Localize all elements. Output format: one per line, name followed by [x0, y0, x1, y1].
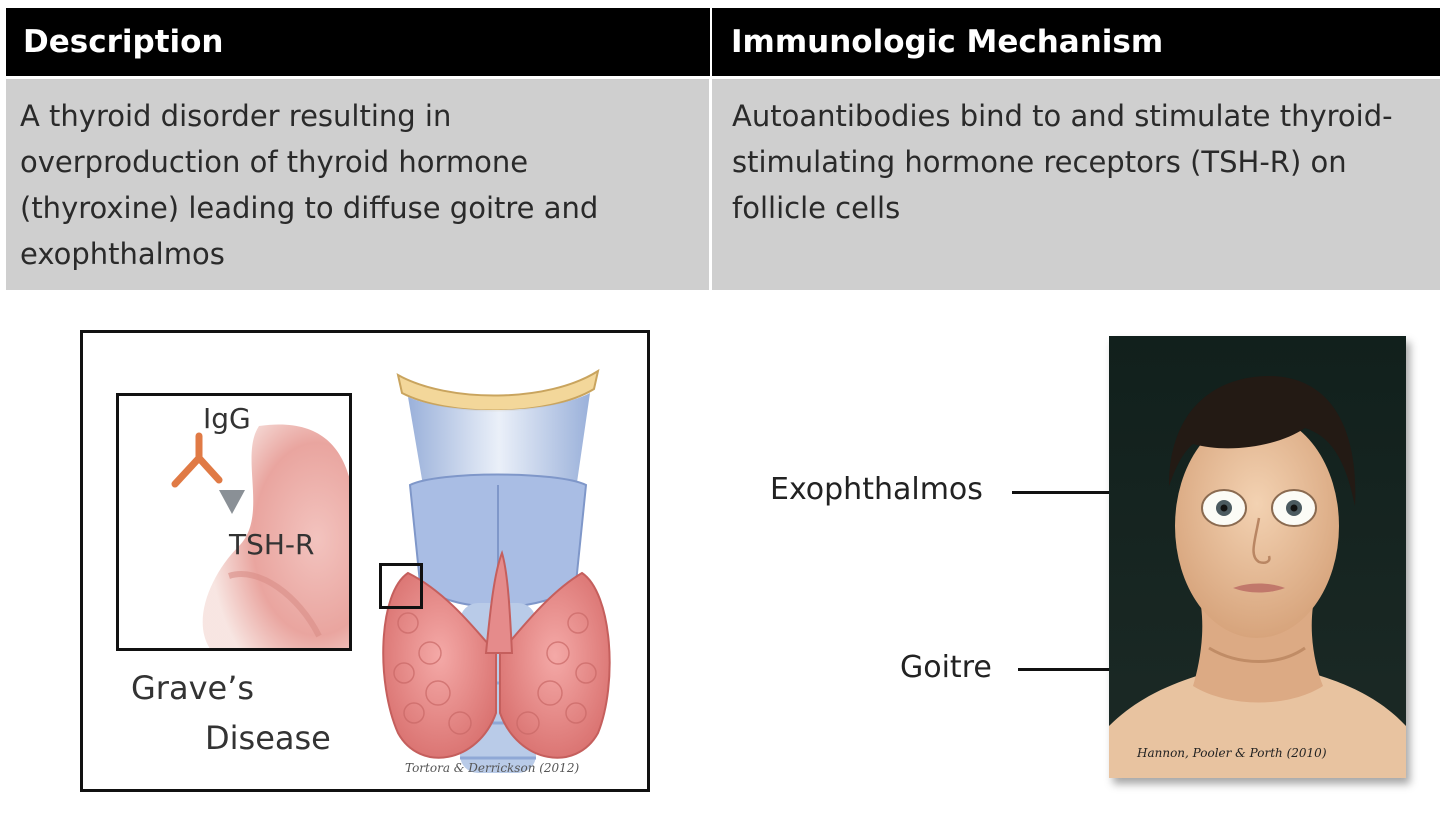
table-body-row: A thyroid disorder resulting in overprod…	[6, 79, 1440, 290]
graves-disease-figure: IgG TSH-R Grave’s Disease	[80, 330, 650, 792]
goitre-label: Goitre	[900, 650, 992, 685]
tsh-receptor-icon	[219, 490, 245, 514]
igg-label: IgG	[203, 402, 251, 435]
patient-photo: Hannon, Pooler & Porth (2010)	[1109, 336, 1406, 778]
igg-antibody-icon	[171, 432, 223, 488]
receptor-inset: IgG TSH-R	[116, 393, 352, 651]
mechanism-cell: Autoantibodies bind to and stimulate thy…	[732, 99, 1393, 225]
table-header-row: Description Immunologic Mechanism	[6, 8, 1440, 76]
figure-credit-left: Tortora & Derrickson (2012)	[405, 761, 580, 775]
follicle-tissue-illustration	[171, 424, 349, 648]
description-cell: A thyroid disorder resulting in overprod…	[6, 79, 712, 290]
caption-line1: Grave’s	[131, 669, 255, 707]
exophthalmos-label: Exophthalmos	[770, 472, 983, 507]
goitre-leader-line	[1018, 668, 1190, 671]
caption-line2: Disease	[205, 719, 331, 757]
thyroid-gland-illustration	[382, 368, 611, 773]
zoom-region-box	[379, 563, 423, 609]
header-description: Description	[6, 8, 712, 76]
photo-credit: Hannon, Pooler & Porth (2010)	[1137, 746, 1327, 760]
exophthalmos-leader-line	[1012, 491, 1156, 494]
info-table: Description Immunologic Mechanism A thyr…	[6, 8, 1440, 290]
tsh-r-label: TSH-R	[229, 528, 315, 561]
header-immunologic-mechanism: Immunologic Mechanism	[731, 24, 1164, 60]
patient-portrait-illustration	[1109, 336, 1406, 778]
